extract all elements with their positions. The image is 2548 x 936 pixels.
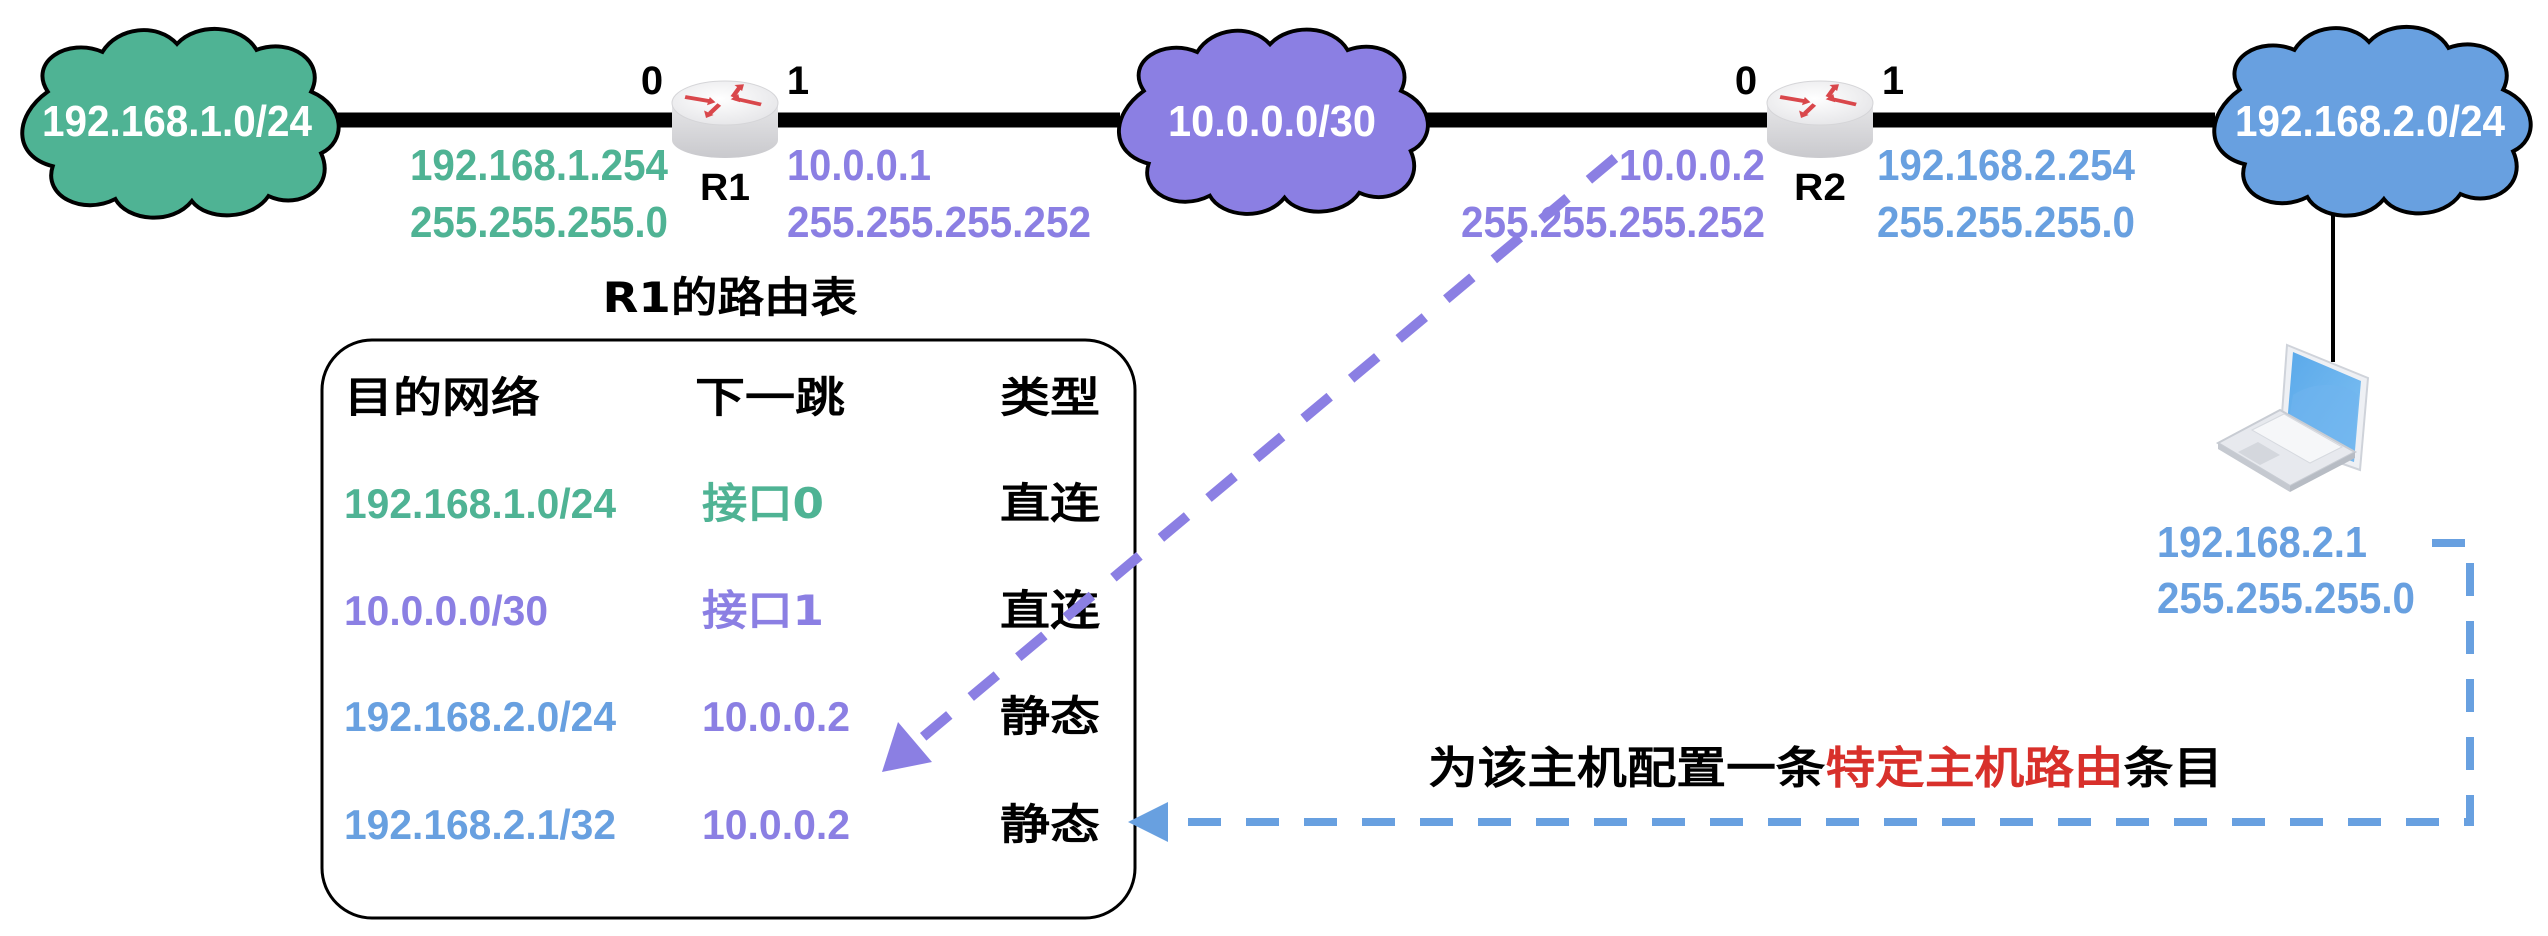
port1-mask: 255.255.255.0 — [1877, 198, 2135, 247]
cell-next-hop: 10.0.0.2 — [702, 693, 850, 740]
cell-type: 静态 — [1000, 800, 1100, 849]
network-label: 192.168.1.0/24 — [42, 97, 312, 146]
port0-mask: 255.255.255.252 — [1461, 198, 1765, 247]
host-mask: 255.255.255.0 — [2157, 574, 2415, 623]
cell-next-hop: 10.0.0.2 — [702, 801, 850, 848]
router-r2: 0 1 R2 10.0.0.2 255.255.255.252 192.168.… — [1461, 59, 2135, 247]
arrowhead — [882, 722, 932, 772]
router-name: R2 — [1794, 167, 1846, 209]
network-cloud-wan: 10.0.0.0/30 — [1116, 27, 1430, 216]
cell-destination: 192.168.2.0/24 — [344, 693, 617, 740]
network-label: 10.0.0.0/30 — [1168, 97, 1376, 146]
annotation-highlight: 特定主机路由 — [1826, 743, 2124, 794]
port-label-0: 0 — [1735, 59, 1757, 103]
cell-type: 直连 — [1000, 479, 1101, 528]
router-icon — [671, 80, 779, 158]
arrowhead — [1128, 802, 1168, 842]
port0-mask: 255.255.255.0 — [410, 198, 668, 247]
network-cloud-lan1: 192.168.1.0/24 — [22, 29, 338, 218]
header-type: 类型 — [1000, 373, 1100, 422]
port0-ip: 10.0.0.2 — [1619, 141, 1765, 190]
annotation-suffix: 条目 — [2124, 743, 2223, 794]
cell-next-hop: 接口0 — [702, 479, 824, 528]
port1-ip: 10.0.0.1 — [787, 141, 931, 190]
table-row: 192.168.2.0/24 10.0.0.2 静态 — [344, 692, 1100, 741]
port-label-1: 1 — [787, 59, 809, 103]
cell-destination: 10.0.0.0/30 — [344, 587, 548, 634]
cell-type: 直连 — [1000, 586, 1101, 635]
annotation-prefix: 为该主机配置一条 — [1428, 743, 1826, 794]
cell-destination: 192.168.2.1/32 — [344, 801, 616, 848]
cell-next-hop: 接口1 — [702, 586, 824, 635]
network-cloud-lan2: 192.168.2.0/24 — [2214, 27, 2530, 216]
routing-table-title: R1的路由表 — [603, 273, 858, 322]
host-laptop: 192.168.2.1 255.255.255.0 — [2157, 343, 2415, 623]
port-label-1: 1 — [1882, 59, 1904, 103]
host-route-arrow — [1128, 539, 2474, 842]
routing-table-frame — [320, 338, 1137, 920]
port-label-0: 0 — [641, 59, 663, 103]
header-destination: 目的网络 — [344, 373, 540, 422]
router-icon — [1766, 80, 1874, 158]
port1-ip: 192.168.2.254 — [1877, 141, 2135, 190]
port0-ip: 192.168.1.254 — [410, 141, 668, 190]
header-next-hop: 下一跳 — [695, 373, 845, 422]
port1-mask: 255.255.255.252 — [787, 198, 1091, 247]
laptop-icon — [2215, 343, 2370, 492]
table-row: 10.0.0.0/30 接口1 直连 — [344, 586, 1101, 635]
next-hop-arrow — [882, 154, 1619, 772]
table-row: 192.168.1.0/24 接口0 直连 — [344, 479, 1101, 528]
router-r1: 0 1 R1 192.168.1.254 255.255.255.0 10.0.… — [410, 59, 1091, 247]
cell-destination: 192.168.1.0/24 — [344, 480, 617, 527]
router-name: R1 — [700, 167, 750, 209]
annotation-text: 为该主机配置一条特定主机路由条目 — [1428, 743, 2223, 794]
cell-type: 静态 — [1000, 692, 1100, 741]
table-row: 192.168.2.1/32 10.0.0.2 静态 — [344, 800, 1100, 849]
network-label: 192.168.2.0/24 — [2235, 97, 2505, 146]
host-ip: 192.168.2.1 — [2157, 518, 2367, 567]
